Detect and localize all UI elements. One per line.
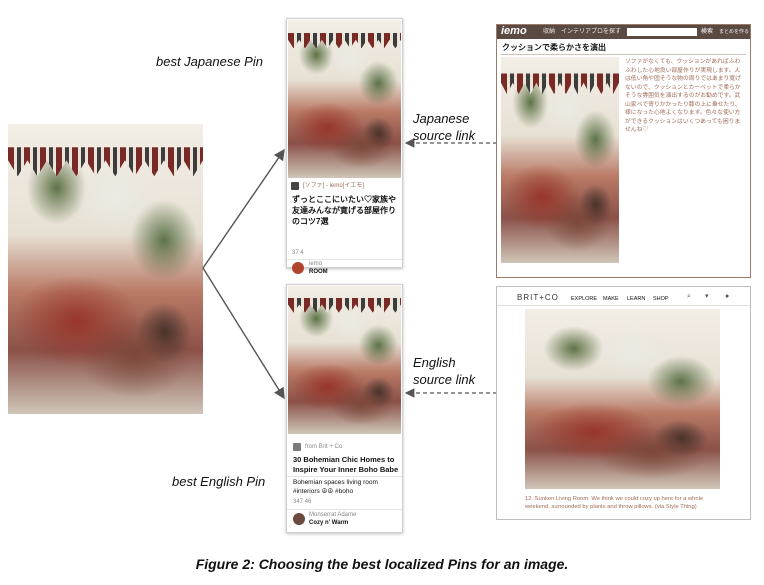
- english-pin-board[interactable]: Cozy n' Warm: [309, 520, 349, 526]
- iemo-nav-create[interactable]: まとめを作る: [719, 29, 750, 35]
- english-pin-description: Bohemian spaces living room #interiors ☮…: [293, 479, 378, 495]
- english-pin-title: 30 Bohemian Chic Homes to Inspire Your I…: [293, 455, 399, 474]
- divider: [287, 509, 402, 510]
- britco-logo[interactable]: BRIT+CO: [517, 293, 559, 302]
- japanese-pin-user[interactable]: iemo: [309, 261, 323, 267]
- source-icon: [293, 443, 301, 451]
- english-pin-image: [288, 286, 401, 434]
- english-pin-card[interactable]: from Brit + Co 30 Bohemian Chic Homes to…: [286, 284, 403, 533]
- britco-article-image: [525, 309, 720, 489]
- arrow-to-english-pin: [202, 267, 285, 400]
- search-icon[interactable]: ⌕: [687, 293, 691, 300]
- iemo-nav-storage[interactable]: 収納: [543, 29, 556, 35]
- japanese-source-link-label: Japanese source link: [413, 110, 475, 144]
- bunting-decoration: [288, 32, 401, 49]
- english-pin-user[interactable]: Monserrat Adame: [309, 512, 357, 518]
- divider: [497, 305, 750, 306]
- arrow-to-japanese-pin: [202, 148, 285, 269]
- iemo-logo[interactable]: iemo: [501, 25, 527, 37]
- japanese-pin-title: ずっとここにいたい♡家族や友達みんなが寛げる部屋作りのコツ7選: [292, 195, 396, 226]
- source-image: [8, 124, 203, 414]
- figure-caption: Figure 2: Choosing the best localized Pi…: [195, 556, 569, 572]
- japanese-pin-source[interactable]: [ソファ] - iemo[イエモ]: [303, 183, 364, 189]
- japanese-source-link-label-line2: source link: [413, 128, 476, 143]
- britco-nav-make[interactable]: MAKE: [603, 296, 619, 302]
- cart-icon[interactable]: ▾: [705, 293, 709, 300]
- divider: [287, 259, 402, 260]
- japanese-source-link-label-line1: Japanese: [413, 111, 470, 126]
- divider: [501, 54, 746, 55]
- english-source-link-label-line2: source link: [413, 372, 476, 387]
- britco-nav-learn[interactable]: LEARN: [627, 296, 646, 302]
- iemo-source-page: iemo 収納 インテリア プロを探す 検索 まとめを作る クッションで柔らかさ…: [496, 24, 751, 278]
- japanese-pin-stats: 37 4: [292, 250, 304, 256]
- english-source-link-label-line1: English: [413, 355, 456, 370]
- iemo-article-body: ソファがなくても、クッションがあればふわふわした心地良い部屋作りが実現します。人…: [625, 59, 741, 133]
- bunting-decoration: [501, 73, 619, 95]
- iemo-article-title: クッションで柔らかさを演出: [502, 43, 606, 52]
- user-icon[interactable]: ●: [725, 293, 730, 300]
- japanese-pin-image: [288, 20, 401, 178]
- japanese-pin-board[interactable]: ROOM: [309, 269, 328, 275]
- best-japanese-pin-label: best Japanese Pin: [156, 54, 263, 69]
- english-source-link-label: English source link: [413, 354, 475, 388]
- britco-source-page: BRIT+CO EXPLORE MAKE LEARN SHOP ⌕ ▾ ● 12…: [496, 286, 751, 520]
- source-icon: [291, 182, 299, 190]
- britco-article-caption: 12. Sunken Living Room: We think we coul…: [525, 496, 704, 510]
- divider: [287, 476, 402, 477]
- english-pin-source[interactable]: from Brit + Co: [305, 444, 343, 450]
- iemo-nav-interior[interactable]: インテリア: [561, 29, 592, 35]
- iemo-header: iemo 収納 インテリア プロを探す 検索 まとめを作る: [497, 25, 750, 39]
- britco-nav-explore[interactable]: EXPLORE: [571, 296, 597, 302]
- iemo-search-button[interactable]: 検索: [701, 29, 714, 35]
- iemo-nav-pro[interactable]: プロを探す: [591, 29, 622, 35]
- bunting-decoration: [8, 147, 203, 177]
- best-english-pin-label: best English Pin: [172, 474, 266, 489]
- user-avatar[interactable]: [292, 262, 304, 274]
- user-avatar[interactable]: [293, 513, 305, 525]
- britco-nav-shop[interactable]: SHOP: [653, 296, 669, 302]
- japanese-pin-card[interactable]: [ソファ] - iemo[イエモ] ずっとここにいたい♡家族や友達みんなが寛げる…: [286, 18, 403, 275]
- iemo-search-input[interactable]: [627, 28, 697, 36]
- bunting-decoration: [288, 297, 401, 313]
- english-pin-stats: 347 46: [293, 499, 312, 505]
- iemo-article-image: [501, 57, 619, 263]
